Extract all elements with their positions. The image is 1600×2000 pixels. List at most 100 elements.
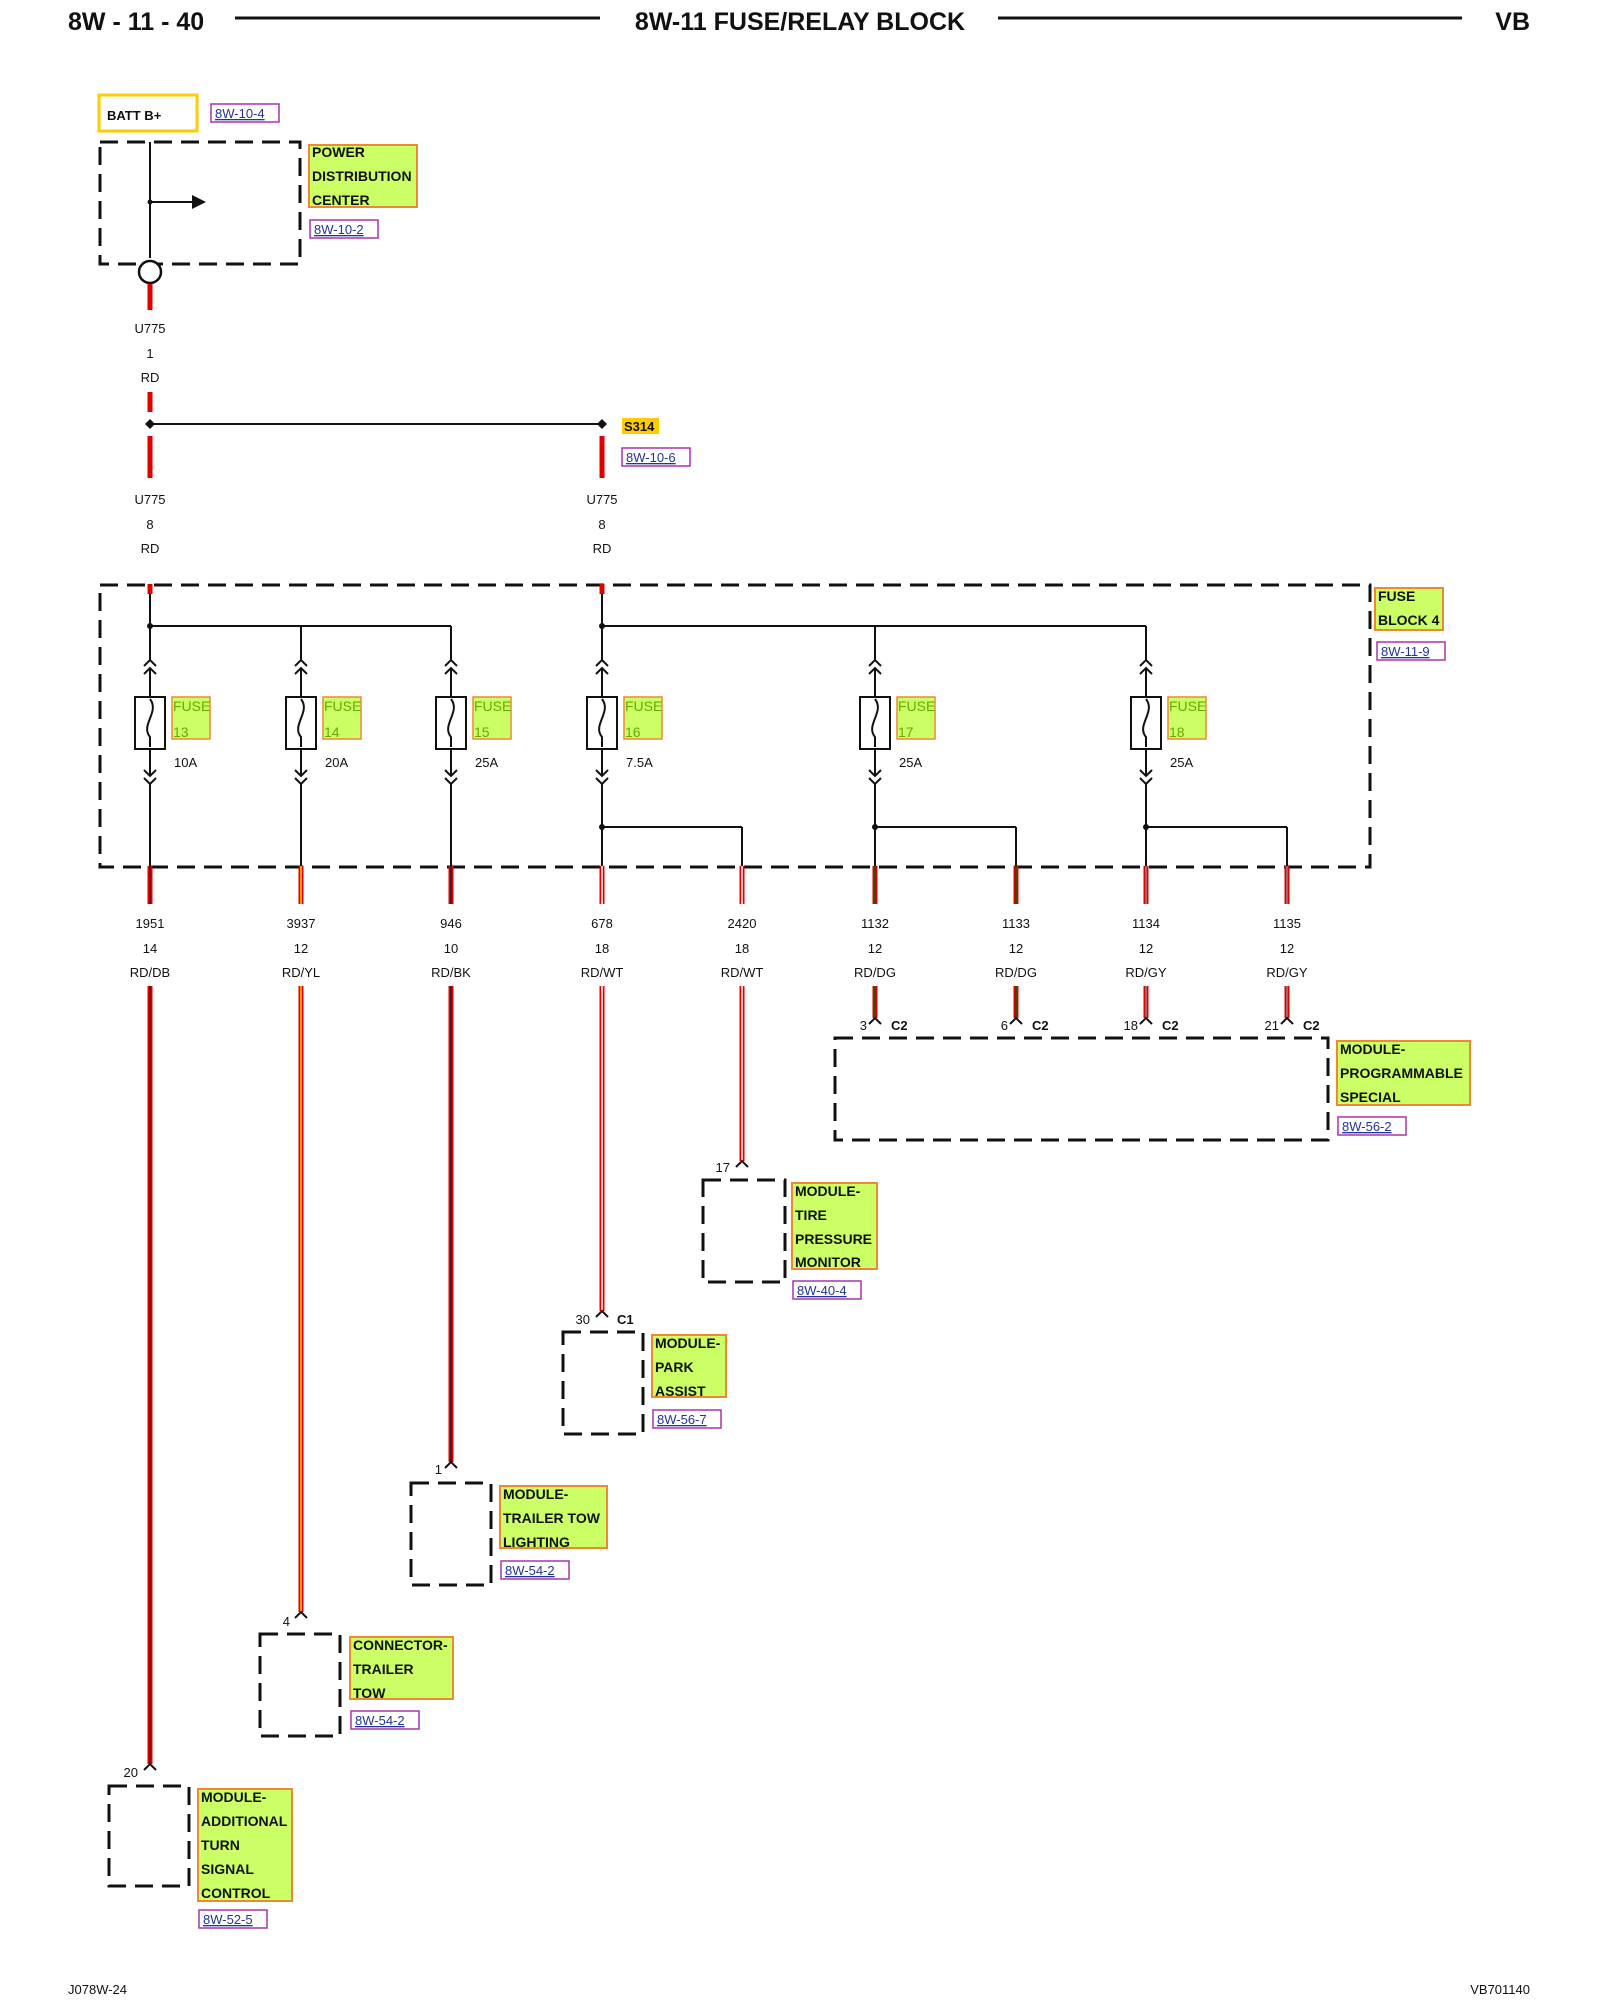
vehicle-code: VB: [1495, 8, 1530, 36]
pdc-label-box: [308, 144, 418, 208]
pdc-label-3: CENTER: [312, 192, 370, 208]
prog-pin-21-conn: C2: [1303, 1018, 1320, 1033]
trailer-conn-label-box: [349, 1636, 454, 1700]
prog-special-ref-box: [1337, 1116, 1407, 1136]
circuit-1951-color: RD/DB: [130, 965, 170, 980]
fuse-16-name: FUSE: [625, 698, 662, 714]
tpm-ref-box: [792, 1280, 862, 1300]
tpm-pin: 17: [716, 1160, 730, 1175]
tpm-label-3: PRESSURE: [795, 1231, 872, 1247]
feed-right-color: RD: [593, 541, 612, 556]
trailer-light-ref[interactable]: 8W-54-2: [505, 1563, 555, 1578]
fuse-17-output-pin2-icon: [868, 777, 882, 786]
tpm-outline: [701, 1178, 787, 1284]
fuse-14-number: 14: [324, 724, 340, 740]
trailer-conn-pin: 4: [283, 1614, 290, 1629]
conn-top-color: RD: [141, 370, 160, 385]
fuse-14-element-icon: [297, 698, 305, 747]
fuse-17-element-icon: [871, 698, 879, 747]
park-ref[interactable]: 8W-56-7: [657, 1412, 707, 1427]
prog-special-outline: [833, 1036, 1330, 1142]
splice-ref[interactable]: 8W-10-6: [626, 450, 676, 465]
fuse-15-rating: 25A: [475, 755, 498, 770]
tpm-ref[interactable]: 8W-40-4: [797, 1283, 847, 1298]
feed-right-id: U775: [586, 492, 617, 507]
fuse-13-output-pin-icon: [143, 769, 157, 778]
feed-left-color: RD: [141, 541, 160, 556]
fuse-block-ref[interactable]: 8W-11-9: [1381, 644, 1430, 659]
tpm-label-1: MODULE-: [795, 1183, 861, 1199]
circuit-3937-terminal-icon: [294, 1610, 308, 1619]
fuse-18-input-pin-icon: [1139, 658, 1153, 667]
prog-pin-3: 3: [860, 1018, 867, 1033]
circuit-1133-terminal-icon: [1009, 1016, 1023, 1025]
fuse-13-element-icon: [146, 698, 154, 747]
pdc-label-2: DISTRIBUTION: [312, 168, 412, 184]
circuit-678-id: 678: [591, 916, 613, 931]
prog-special-label-2: PROGRAMMABLE: [1340, 1065, 1463, 1081]
branch-16-junction: [599, 824, 605, 830]
fuse-block-outline: [98, 583, 1372, 869]
tpm-label-4: MONITOR: [795, 1254, 861, 1270]
fuse-15-output-pin2-icon: [444, 777, 458, 786]
circuit-3937-color: RD/YL: [282, 965, 320, 980]
circuit-1133-id: 1133: [1002, 916, 1030, 931]
page-number: 8W - 11 - 40: [68, 8, 204, 36]
fuse-13-label-box: [171, 696, 211, 740]
turn-ref-box: [198, 1909, 268, 1929]
circuit-2420-gauge: 18: [735, 941, 749, 956]
fuse-16-rating: 7.5A: [626, 755, 653, 770]
turn-label-3: TURN: [201, 1837, 240, 1853]
splice-node-left: [145, 419, 155, 429]
fuses-group: FUSE1310AFUSE1420AFUSE1525AFUSE167.5AFUS…: [134, 626, 1207, 866]
trailer-light-label-1: MODULE-: [503, 1486, 569, 1502]
feed-left-pin: 8: [146, 517, 153, 532]
pdc-terminal-icon: [137, 259, 163, 285]
pdc-ref[interactable]: 8W-10-2: [314, 222, 364, 237]
fuse-18-number: 18: [1169, 724, 1185, 740]
batt-ref-box: [210, 103, 280, 123]
circuit-678-gauge: 18: [595, 941, 609, 956]
circuit-678-color: RD/WT: [581, 965, 624, 980]
fuse-15-label-box: [472, 696, 512, 740]
fuse-13-output-pin2-icon: [143, 777, 157, 786]
pdc-junction: [147, 199, 153, 205]
circuit-1135-terminal-icon: [1280, 1016, 1294, 1025]
fuse-18-rating: 25A: [1170, 755, 1193, 770]
trailer-conn-ref[interactable]: 8W-54-2: [355, 1713, 405, 1728]
trailer-light-label-2: TRAILER TOW: [503, 1510, 601, 1526]
prog-special-label-1: MODULE-: [1340, 1041, 1406, 1057]
pdc-ref-box: [309, 219, 379, 239]
conn-top-pin: 1: [146, 346, 153, 361]
splice-ref-box: [621, 447, 691, 467]
turn-pin: 20: [124, 1765, 138, 1780]
fuse-14-label-box: [322, 696, 362, 740]
trailer-light-label-box: [499, 1485, 608, 1549]
park-pin: 30: [576, 1312, 590, 1327]
fuse-15-name: FUSE: [474, 698, 511, 714]
batt-ref[interactable]: 8W-10-4: [215, 106, 265, 121]
fuse-18-element-icon: [1142, 698, 1150, 747]
circuit-1951-terminal-icon: [143, 1762, 157, 1771]
fuse-16-output-pin-icon: [595, 769, 609, 778]
prog-special-ref[interactable]: 8W-56-2: [1342, 1119, 1392, 1134]
fuse-13-rating: 10A: [174, 755, 197, 770]
pdc-outline: [98, 140, 302, 266]
fuse-14-rating: 20A: [325, 755, 348, 770]
circuit-1134-gauge: 12: [1139, 941, 1153, 956]
park-ref-box: [652, 1409, 722, 1429]
batt-label-box: [97, 93, 199, 133]
trailer-light-label-3: LIGHTING: [503, 1534, 570, 1550]
turn-ref[interactable]: 8W-52-5: [203, 1912, 253, 1927]
fuse-block-label-1: FUSE: [1378, 588, 1415, 604]
splice-label-box: [622, 418, 659, 434]
